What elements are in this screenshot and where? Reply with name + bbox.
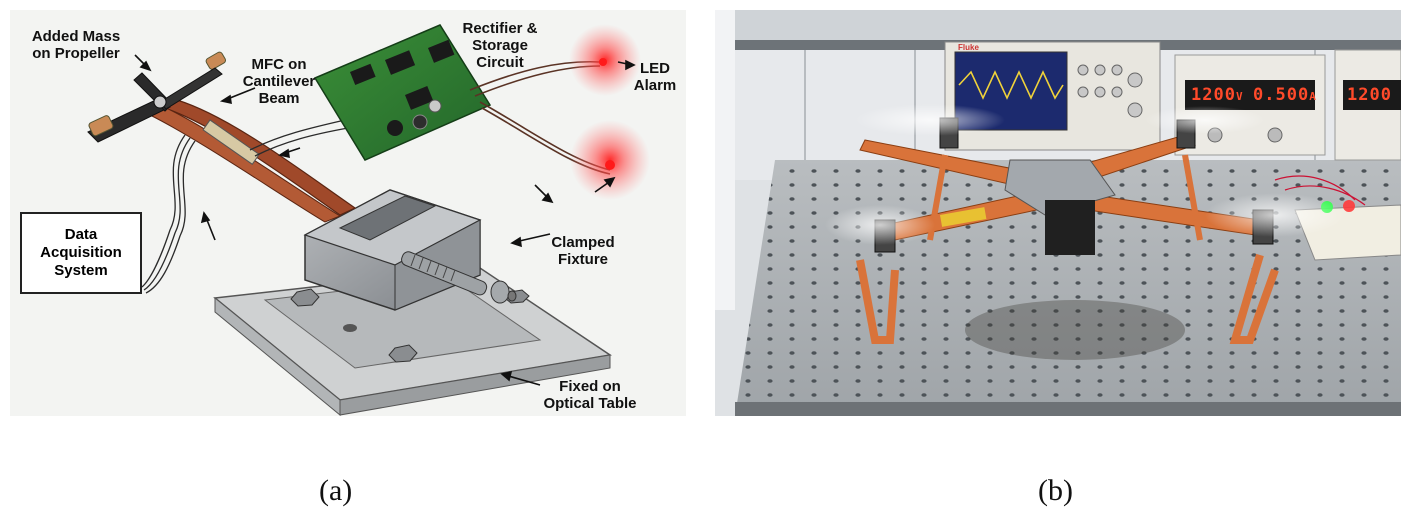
drone-test-photo [715,10,1401,416]
power-supply-2 [1334,49,1401,161]
propeller [87,51,226,143]
rectifier-circuit-board [313,24,492,161]
psu-voltage-readout: 1200V [1191,85,1244,105]
schematic-illustration [87,24,650,416]
led-alarm [569,24,650,200]
panel-b-photo: Fluke 1200V 0.500A 1200 [715,10,1401,416]
fixed-on-table-label: Fixed on Optical Table [543,378,637,412]
circuit-wires [249,119,349,157]
mfc-label: MFC on Cantilever Beam [242,56,316,107]
quadcopter-drone [825,104,1345,360]
added-mass-label: Added Mass on Propeller [31,28,121,62]
rectifier-label: Rectifier & Storage Circuit [462,20,538,71]
led-alarm-label: LED Alarm [633,60,677,94]
daq-box-label: Data Acquisition System [20,212,142,294]
oscilloscope [944,41,1161,151]
flow-arrows [134,54,636,386]
cantilever-beam [149,97,357,223]
daq-wires [141,134,196,294]
psu2-voltage-readout: 1200 [1347,85,1392,105]
scope-brand-label: Fluke [958,43,979,52]
vise-fixture [303,189,517,311]
panel-a-schematic: Added Mass on Propeller MFC on Cantileve… [10,10,686,416]
clamped-fixture-label: Clamped Fixture [551,234,615,268]
caption-a: (a) [319,474,353,507]
caption-b: (b) [1038,474,1073,507]
power-supply-1 [1174,54,1326,156]
psu-current-readout: 0.500A [1253,85,1317,105]
